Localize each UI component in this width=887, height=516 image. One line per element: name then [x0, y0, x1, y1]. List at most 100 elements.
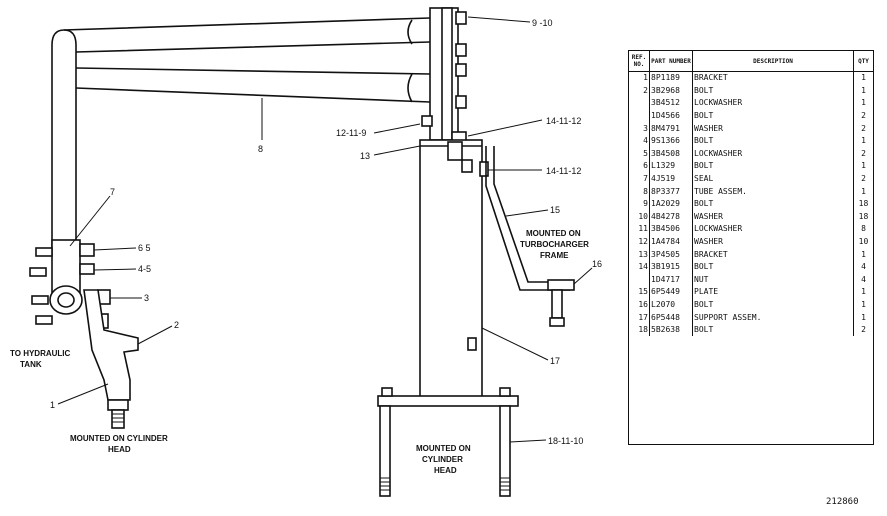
qty-cell: 1 [861, 186, 866, 196]
ref-cell [629, 273, 650, 287]
part-number-cell: 5B2638 [649, 323, 693, 337]
note-turbo-line1: MOUNTED ON [526, 229, 581, 238]
part-number-cell: L1329 [649, 160, 693, 173]
callout-1: 1 [50, 400, 55, 410]
part-number-cell: 8P3377 [649, 185, 693, 198]
qty-cell: 2 [861, 111, 866, 121]
description-cell: BOLT [692, 197, 854, 211]
description-cell: PLATE [692, 286, 854, 299]
callout-14-11-12-b: 14-11-12 [546, 166, 581, 176]
note-cyl-head-b-line2: CYLINDER [422, 455, 463, 464]
description-cell: BOLT [692, 298, 854, 312]
ref-cell: 13 [629, 248, 650, 261]
qty-cell: 4 [861, 262, 866, 272]
qty-cell: 10 [858, 237, 869, 247]
description-cell: WASHER [692, 235, 854, 249]
qty-cell: 4 [861, 274, 866, 284]
qty-cell: 18 [858, 199, 869, 209]
part-number-cell: 3B1915 [649, 260, 693, 274]
ref-cell: 1 [629, 71, 650, 85]
note-turbo-line3: FRAME [540, 251, 569, 260]
ref-cell [629, 109, 650, 123]
ref-cell: 7 [629, 172, 650, 186]
qty-cell: 1 [861, 287, 866, 297]
part-number-cell: 1D4717 [649, 273, 693, 287]
callout-15: 15 [550, 205, 560, 215]
qty-cell: 1 [861, 161, 866, 171]
description-cell: LOCKWASHER [692, 97, 854, 110]
callout-13: 13 [360, 151, 370, 161]
table-header-row: REF. NO. PART NUMBER DESCRIPTION QTY [629, 51, 873, 72]
callout-14-11-12-a: 14-11-12 [546, 116, 581, 126]
qty-cell: 18 [858, 211, 869, 221]
ref-cell: 4 [629, 134, 650, 148]
part-number-cell: 1D4566 [649, 109, 693, 123]
description-cell: BOLT [692, 134, 854, 148]
note-turbo-line2: TURBOCHARGER [520, 240, 589, 249]
part-number-cell: 3P4505 [649, 248, 693, 261]
description-cell: LOCKWASHER [692, 147, 854, 161]
qty-cell: 8 [861, 224, 866, 234]
ref-cell: 2 [629, 84, 650, 98]
ref-cell: 15 [629, 286, 650, 299]
callout-17: 17 [550, 356, 560, 366]
note-hydraulic-line2: TANK [20, 360, 42, 369]
part-number-cell: 1A2029 [649, 197, 693, 211]
qty-cell: 1 [861, 312, 866, 322]
header-qty: QTY [853, 51, 873, 72]
callout-3: 3 [144, 293, 149, 303]
qty-cell: 1 [861, 136, 866, 146]
part-number-cell: 8M4791 [649, 122, 693, 135]
ref-cell: 12 [629, 235, 650, 249]
ref-cell: 9 [629, 197, 650, 211]
callout-12-11-9: 12-11-9 [336, 128, 366, 138]
ref-cell: 11 [629, 223, 650, 236]
callout-18-11-10: 18-11-10 [548, 436, 583, 446]
ref-cell: 3 [629, 122, 650, 135]
part-number-cell: 3B4508 [649, 147, 693, 161]
description-cell: BOLT [692, 323, 854, 337]
qty-cell: 1 [861, 73, 866, 83]
callouts: 9 -10 8 12-11-9 14-11-12 13 14-11-12 15 … [50, 18, 602, 446]
callout-6-5: 6 5 [138, 243, 151, 253]
callout-4-5: 4-5 [138, 264, 151, 274]
ref-cell [629, 97, 650, 110]
description-cell: BRACKET [692, 71, 854, 85]
qty-cell: 2 [861, 325, 866, 335]
description-cell: NUT [692, 273, 854, 287]
leader-lines [57, 16, 593, 443]
part-number-cell: 8P1189 [649, 71, 693, 85]
description-cell: BOLT [692, 84, 854, 98]
note-cyl-head-b-line1: MOUNTED ON [416, 444, 471, 453]
note-cyl-head-line2: HEAD [108, 445, 131, 454]
part-number-cell: 3B4506 [649, 223, 693, 236]
header-description: DESCRIPTION [692, 51, 854, 72]
qty-cell: 2 [861, 148, 866, 158]
part-number-cell: L2070 [649, 298, 693, 312]
part-number-cell: 4B4278 [649, 210, 693, 224]
note-cyl-head-line1: MOUNTED ON CYLINDER [70, 434, 168, 443]
part-number-cell: 6P5448 [649, 311, 693, 324]
part-number-cell: 6P5449 [649, 286, 693, 299]
